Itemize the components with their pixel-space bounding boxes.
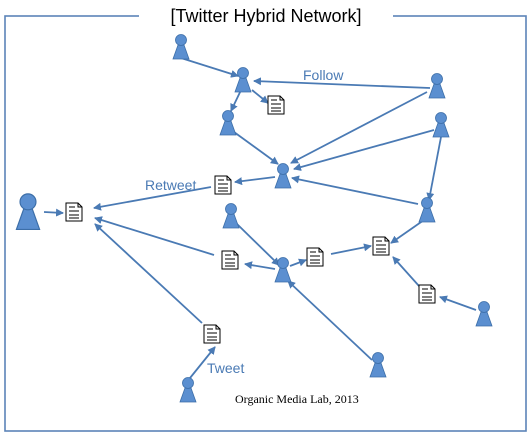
user-icon xyxy=(428,73,446,99)
edge-arrow xyxy=(189,346,216,379)
document-icon xyxy=(214,175,232,195)
document-icon xyxy=(418,284,436,304)
retweet-label: Retweet xyxy=(145,177,196,193)
user-icon xyxy=(222,203,240,229)
user-icon xyxy=(432,112,450,138)
user-icon xyxy=(274,257,292,283)
diagram-title: [Twitter Hybrid Network] xyxy=(170,6,361,26)
credit-text: Organic Media Lab, 2013 xyxy=(235,392,359,406)
document-icon xyxy=(203,324,221,344)
edge-arrow xyxy=(289,258,307,267)
edge-arrow xyxy=(234,176,276,186)
edge-arrow xyxy=(251,89,269,104)
edge-arrow xyxy=(94,216,215,256)
user-icon xyxy=(475,301,493,327)
user-icon xyxy=(15,193,41,230)
title-mask xyxy=(139,4,393,30)
document-icon xyxy=(306,247,324,267)
edge-arrow xyxy=(392,256,420,287)
edge-arrow xyxy=(93,186,212,211)
edge-arrow xyxy=(390,219,425,244)
edge-arrow xyxy=(180,57,239,78)
edge-arrow xyxy=(291,175,419,205)
edge-arrow xyxy=(287,280,373,361)
edge-arrow xyxy=(94,223,203,324)
document-icon xyxy=(372,236,390,256)
edge-arrow xyxy=(233,131,279,165)
document-icon xyxy=(221,250,239,270)
user-icon xyxy=(274,163,292,189)
edge-arrow xyxy=(293,129,435,171)
edge-arrow xyxy=(426,136,442,201)
user-icon xyxy=(179,377,197,403)
document-icon xyxy=(65,202,83,222)
edges-layer xyxy=(43,57,477,379)
follow-label: Follow xyxy=(303,67,344,83)
edge-arrow xyxy=(290,91,428,164)
tweet-label: Tweet xyxy=(207,360,244,376)
nodes-layer xyxy=(15,34,493,403)
document-icon xyxy=(267,95,285,115)
user-icon xyxy=(172,34,190,60)
user-icon xyxy=(418,197,436,223)
edge-arrow xyxy=(253,77,431,89)
edge-arrow xyxy=(43,208,64,217)
user-icon xyxy=(369,352,387,378)
edge-arrow xyxy=(330,243,372,255)
edge-arrow xyxy=(439,295,477,311)
edge-arrow xyxy=(244,261,276,270)
user-icon xyxy=(219,110,237,136)
diagram-frame xyxy=(4,15,527,432)
edge-arrow xyxy=(236,223,280,266)
user-icon xyxy=(234,67,252,93)
